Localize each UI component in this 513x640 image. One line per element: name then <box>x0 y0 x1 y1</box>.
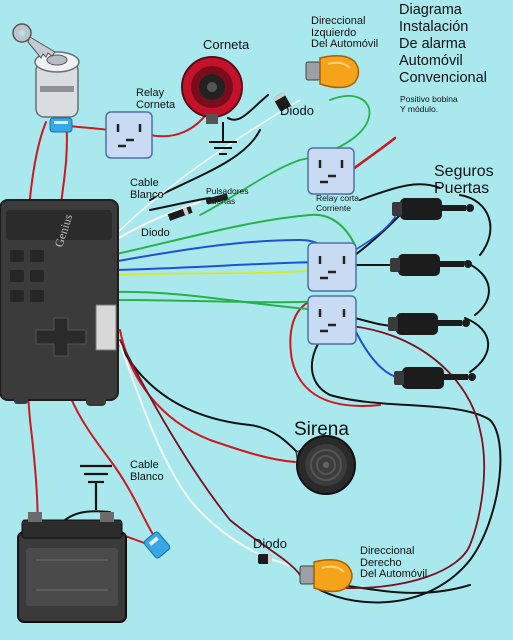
wire-white-module-bulb <box>114 329 291 566</box>
bulb-icon-left <box>305 55 360 89</box>
wire-black-loop <box>311 319 502 604</box>
wire-black-lock2 <box>464 261 490 316</box>
label-cable-blanco-top: Cable Blanco <box>130 177 164 201</box>
label-cable-blanco-bottom: Cable Blanco <box>130 459 164 483</box>
fuse-icon <box>49 117 73 133</box>
wire-white-top <box>111 201 201 243</box>
door-lock-actuator-icon-4 <box>394 367 476 389</box>
label-corneta: Corneta <box>203 37 250 52</box>
wire-blue-lock-a <box>354 209 399 251</box>
door-lock-actuator-icon-1 <box>392 198 474 220</box>
label-diodo-bottom: Diodo <box>253 536 287 551</box>
wire-blue-2 <box>111 261 331 271</box>
alarm-module-icon: Genius <box>0 199 119 406</box>
diagram-title: Diagrama Instalación De alarma Automóvil… <box>399 2 487 86</box>
ground-symbol-icon <box>209 122 237 155</box>
wire-red-siren <box>119 329 296 463</box>
wire-red-relay-horn <box>149 111 209 138</box>
wire-black-relay-lock-c <box>354 317 393 327</box>
wire-black-module-siren <box>119 344 301 456</box>
label-sirena: Sirena <box>294 419 349 440</box>
horn-icon <box>181 56 243 124</box>
wire-red-fuse-relay <box>69 125 109 131</box>
wire-black-relay-lock-a <box>354 214 401 256</box>
wire-black-lock1 <box>459 194 492 256</box>
wire-black-bulb-bottom <box>339 584 471 594</box>
relay-icon-corta <box>307 147 355 195</box>
label-diodo-mid: Diodo <box>141 227 170 239</box>
wire-green-1 <box>111 213 356 256</box>
diode-icon-mid <box>167 206 193 221</box>
door-lock-actuators <box>388 198 476 389</box>
ground-symbol-icon-bottom <box>80 464 112 510</box>
diode-icon-top <box>272 92 291 112</box>
relay-icon-lock-2 <box>307 295 357 345</box>
label-pulsadores-puertas: Pulsadores Puertas <box>206 186 249 206</box>
wire-blue-1 <box>111 239 341 263</box>
label-seguros-puertas: Seguros Puertas <box>434 163 494 197</box>
wire-darkred-right <box>339 324 486 589</box>
wire-black-pulsadores <box>149 197 211 211</box>
wire-black-horn-cable <box>149 129 261 201</box>
label-direccional-izquierdo: Direccional Izquierdo Del Automóvil <box>311 15 379 51</box>
fuse-icon-bottom <box>143 531 171 559</box>
key-icon <box>12 23 56 59</box>
door-lock-actuator-icon-2 <box>390 254 472 276</box>
label-relay-corneta: Relay Corneta <box>136 87 176 111</box>
wire-white-top-right <box>111 99 301 239</box>
label-relay-corta-corriente: Relay corta Corriente <box>316 193 359 213</box>
relay-icon-lock-1 <box>307 242 357 292</box>
pulsadores-connector-icon <box>206 193 228 205</box>
wire-yellow <box>111 269 321 276</box>
diode-icon-bottom <box>258 554 272 564</box>
wire-black-lock3 <box>464 317 490 373</box>
wire-blue-locks <box>354 329 401 379</box>
positivo-bobina-note: Positivo bobina Y módulo. <box>400 94 458 114</box>
label-direccional-derecho: Direccional Derecho Del Automóvil <box>360 545 428 581</box>
siren-icon <box>295 435 356 495</box>
wire-black-relay-locks <box>359 183 441 201</box>
ignition-switch-icon <box>12 23 80 118</box>
relay-icon-corneta <box>105 111 153 159</box>
battery-icon <box>17 512 127 623</box>
wire-black-horn-relay <box>227 94 269 121</box>
door-lock-actuator-icon-3 <box>388 313 470 335</box>
bulb-icon-right <box>299 559 353 593</box>
label-diodo-top: Diodo <box>280 103 314 118</box>
wire-darkred-bottom <box>119 339 301 576</box>
